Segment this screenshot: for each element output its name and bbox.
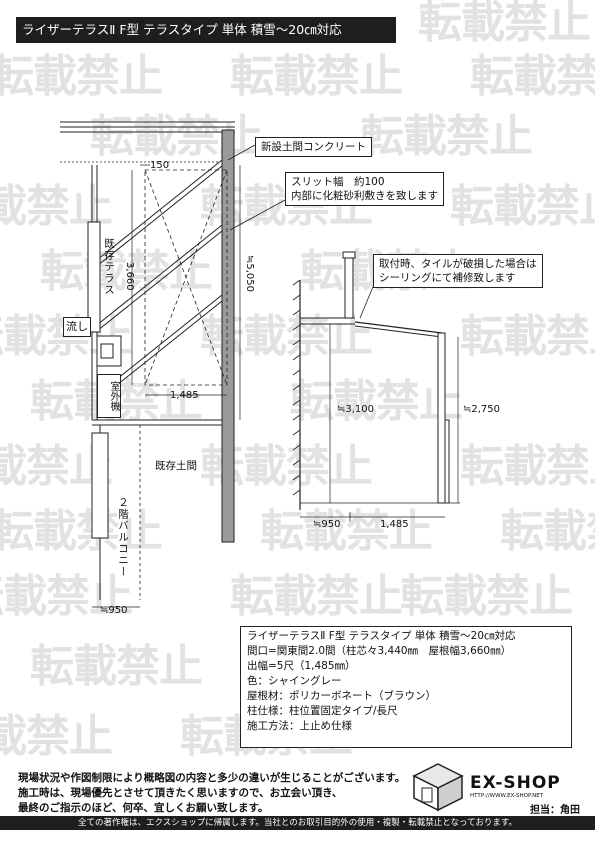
spec-line: 屋根材：ポリカーボネート（ブラウン） — [247, 690, 436, 702]
dim-150: 150 — [150, 160, 170, 171]
footer-copyright: 全ての著作権は、エクスショップに帰属します。当社とのお取引目的外の使用・複製・転… — [0, 816, 595, 830]
label-balcony: ２階バルコニー — [117, 497, 129, 578]
label-existing-floor: 既存土間 — [155, 460, 197, 472]
callout-slit-line1: スリット幅 約100 — [291, 176, 385, 188]
spec-line: 色：シャイングレー — [247, 675, 342, 687]
dim-3660: 3,660 — [124, 262, 135, 291]
dim-950-section: ≒950 — [313, 519, 341, 530]
notice-line: 施工時は、現場優先とさせて頂きたく思いますので、お立会い頂き、 — [18, 787, 343, 799]
spec-line: 間口=関東間2.0間（柱芯々3,440㎜ 屋根幅3,660㎜） — [247, 645, 512, 657]
callout-slit-line2: 内部に化粧砂利敷きを致します — [291, 190, 438, 202]
spec-line: 出幅=5尺（1,485㎜） — [247, 660, 356, 672]
notice-text: 現場状況や作図制限により概略図の内容と多少の違いが生じることがございます。 施工… — [18, 771, 405, 816]
callout-tile-line2: シーリングにて補修致します — [379, 272, 516, 284]
notice-line: 最終のご指示のほど、何卒、宜しくお願い致します。 — [18, 802, 269, 814]
callout-tile-line1: 取付時、タイルが破損した場合は — [379, 258, 537, 270]
dim-1485-section: 1,485 — [380, 519, 409, 530]
spec-line: ライザーテラスⅡ F型 テラスタイプ 単体 積雪～20㎝対応 — [247, 630, 516, 642]
callout-tile-repair: 取付時、タイルが破損した場合は シーリングにて補修致します — [373, 254, 543, 288]
notice-line: 現場状況や作図制限により概略図の内容と多少の違いが生じることがございます。 — [18, 772, 406, 784]
logo-url: HTTP://WWW.EX-SHOP.NET — [470, 793, 544, 799]
callout-new-concrete: 新設土間コンクリート — [255, 137, 372, 157]
dim-2750: ≒2,750 — [463, 404, 501, 415]
logo-cube-icon — [412, 763, 464, 812]
dim-950-plan: ≒950 — [100, 605, 128, 616]
spec-line: 柱仕様：柱位置固定タイプ/長尺 — [247, 705, 398, 717]
spec-box: ライザーテラスⅡ F型 テラスタイプ 単体 積雪～20㎝対応 間口=関東間2.0… — [240, 626, 572, 748]
label-existing-terrace: 既存テラス — [103, 238, 115, 296]
page-title: ライザーテラスⅡ F型 テラスタイプ 単体 積雪～20㎝対応 — [16, 17, 396, 43]
label-outdoor-unit: 室外機 — [97, 374, 121, 418]
dim-1485-plan: 1,485 — [170, 390, 199, 401]
person-in-charge: 担当：角田 — [530, 805, 580, 816]
callout-slit: スリット幅 約100 内部に化粧砂利敷きを致します — [285, 172, 444, 206]
spec-line: 施工方法：上止め仕様 — [247, 720, 352, 732]
label-sink: 流し — [63, 317, 91, 337]
dim-3100: ≒3,100 — [337, 404, 375, 415]
logo-name: EX-SHOP — [470, 773, 561, 793]
dim-5050: ≒5,050 — [244, 255, 255, 293]
